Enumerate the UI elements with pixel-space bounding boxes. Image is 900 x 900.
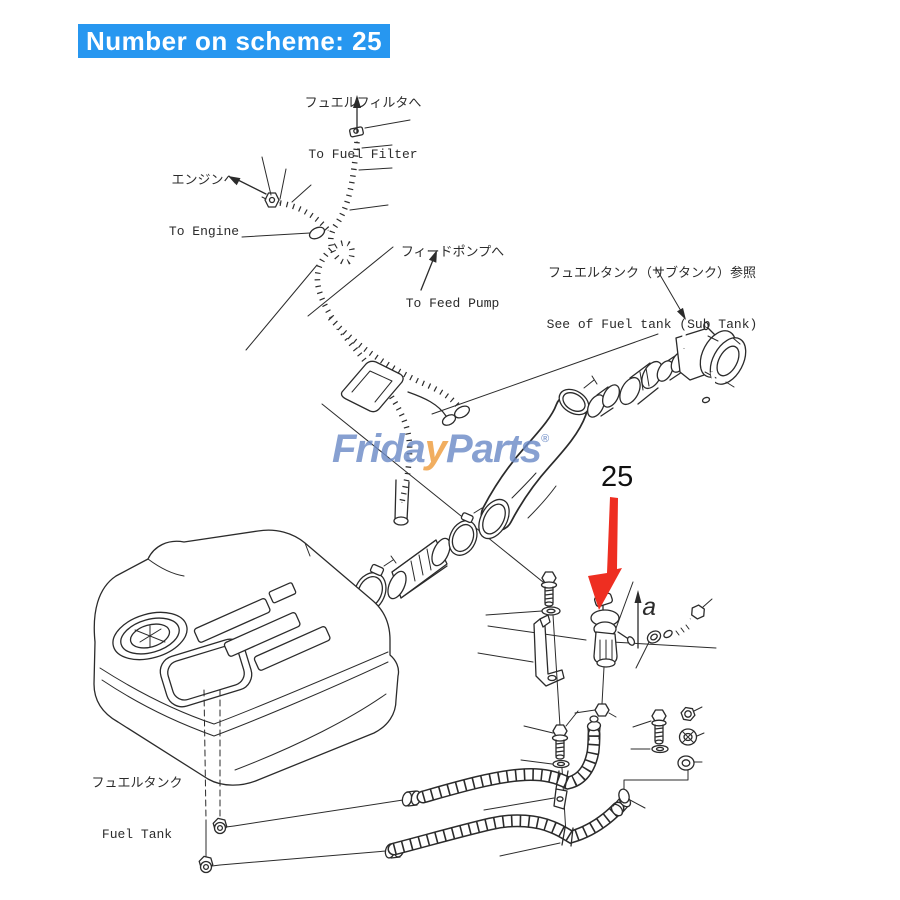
right-bolt xyxy=(630,709,669,754)
callout-feed-pump-jp: フィードポンプへ xyxy=(400,245,505,260)
callout-fuel-tank-en: Fuel Tank xyxy=(101,827,173,842)
callout-fuel-filter: フュエルフィルタへ To Fuel Filter xyxy=(278,61,448,197)
tank-spout-and-clamps xyxy=(317,507,483,616)
feed-pump-arrow-icon xyxy=(420,250,437,291)
detail-letter-label: a xyxy=(642,594,658,623)
tube-fitting xyxy=(308,226,326,240)
sub-tank-leader-arrow-icon xyxy=(655,267,686,320)
fuel-cock-valve xyxy=(477,571,717,727)
hose-bolt xyxy=(520,710,579,769)
fuel-filter-arrow-icon xyxy=(353,95,361,134)
hose-clamp-b xyxy=(448,507,483,556)
callout-fuel-tank-jp: フュエルタンク xyxy=(91,776,183,791)
bottom-hose-assembly xyxy=(198,706,705,874)
tank-grooves xyxy=(193,582,331,671)
engine-arrow-icon xyxy=(228,176,267,195)
callout-fuel-filter-jp: フュエルフィルタへ xyxy=(304,96,422,111)
leader-lines-upper xyxy=(241,119,659,583)
callout-sub-tank-jp: フュエルタンク（サブタンク）参照 xyxy=(547,266,756,281)
banjo-fitting-2 xyxy=(198,855,221,874)
callout-engine-en: To Engine xyxy=(168,224,240,239)
fitting-stack xyxy=(618,706,705,809)
flange-assembly xyxy=(675,321,747,404)
callout-feed-pump: フィードポンプへ To Feed Pump xyxy=(390,210,515,346)
sleeve-rings xyxy=(586,351,688,418)
watermark-text-after: Parts xyxy=(446,427,542,471)
guard-plate xyxy=(340,360,404,413)
callout-engine-jp: エンジンへ xyxy=(171,173,237,188)
part-number-label: 25 xyxy=(601,461,634,493)
watermark-text-before: Frida xyxy=(332,427,426,471)
watermark-registered-mark: ® xyxy=(541,433,549,445)
callout-fuel-filter-en: To Fuel Filter xyxy=(308,147,418,162)
banner: Number on scheme: 25 xyxy=(78,24,391,58)
watermark-accent-swoosh: y xyxy=(424,427,447,471)
rubber-sleeve xyxy=(387,537,451,600)
callout-engine: エンジンへ To Engine xyxy=(148,138,260,274)
callout-arrows xyxy=(228,95,686,651)
hose-fitting-1 xyxy=(586,715,602,741)
filler-cap xyxy=(112,611,188,661)
engine-fitting xyxy=(261,192,280,208)
side-bolt xyxy=(646,598,713,644)
drain-bolt xyxy=(594,703,610,717)
mounting-bracket xyxy=(533,614,565,687)
elbow-hose xyxy=(478,375,598,540)
watermark: FridayParts® xyxy=(332,427,549,472)
highlight-arrow xyxy=(588,497,622,610)
callout-fuel-tank: フュエルタンク Fuel Tank xyxy=(82,741,192,877)
fuel-tank-drawing xyxy=(93,529,400,859)
callout-sub-tank-en: See of Fuel tank (Sub Tank) xyxy=(546,317,758,332)
banjo-fitting-1 xyxy=(212,817,235,835)
mount-bolt-upper xyxy=(485,571,561,727)
callout-sub-tank: フュエルタンク（サブタンク）参照 See of Fuel tank (Sub T… xyxy=(532,231,772,367)
fuel-line-assembly xyxy=(261,126,471,526)
callout-feed-pump-en: To Feed Pump xyxy=(405,296,500,311)
